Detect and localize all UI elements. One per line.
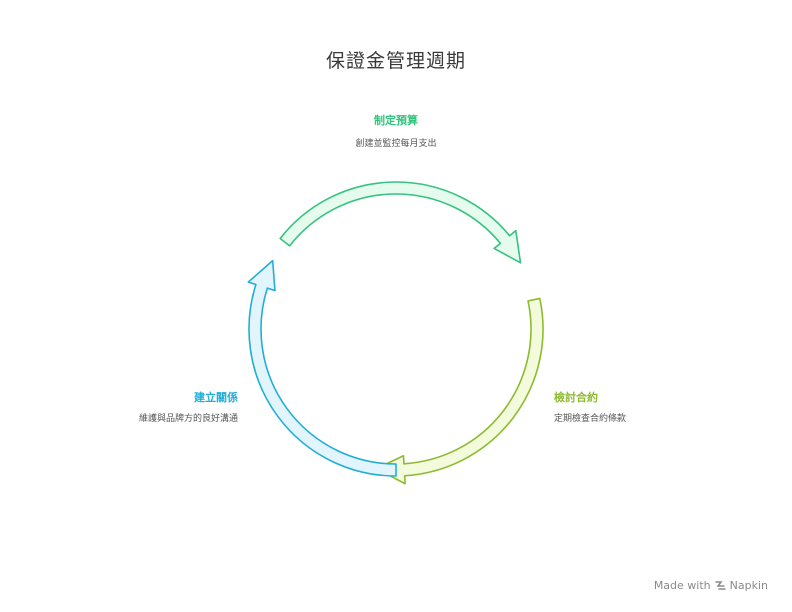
stage-title-budget: 制定預算 [374, 114, 418, 127]
footer-label: Made with [653, 579, 711, 592]
stage-desc-relation: 維護與品牌方的良好溝通 [138, 414, 238, 424]
arrow-budget [279, 181, 522, 264]
arrow-relation [247, 259, 397, 477]
diagram-title: 保證金管理週期 [325, 50, 466, 72]
stage-title-relation: 建立關係 [194, 391, 238, 404]
arrow-contract [375, 297, 544, 485]
stage-desc-budget: 創建並監控每月支出 [355, 139, 437, 149]
stage-desc-contract: 定期檢查合約條款 [554, 414, 627, 424]
footer-brand: Napkin [729, 579, 768, 592]
napkin-logo-icon [714, 580, 726, 592]
footer-credit: Made with Napkin [654, 579, 768, 592]
stage-title-contract: 檢討合約 [554, 391, 598, 404]
